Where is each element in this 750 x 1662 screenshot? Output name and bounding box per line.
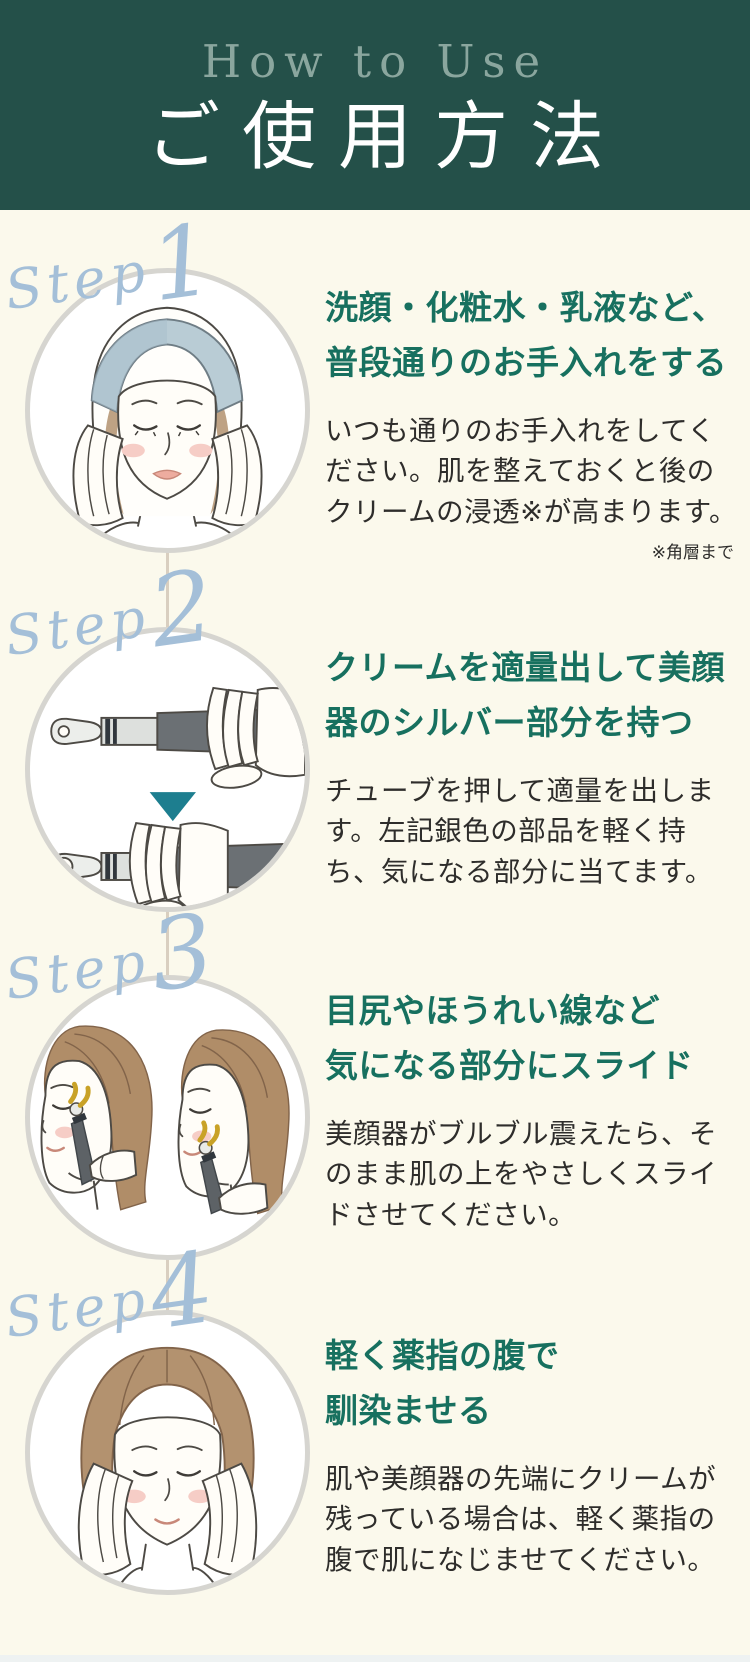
sparkle-icon — [68, 1081, 91, 1108]
hand-on-tube — [206, 686, 305, 789]
left-hand — [77, 1462, 134, 1576]
page-title: ご使用方法 — [146, 93, 626, 180]
step-3-illustration — [25, 975, 310, 1260]
woman-skincare-illustration — [72, 306, 263, 548]
step-2-body: チューブを押して適量を出します。左記銀色の部品を軽く持ち、気になる部分に当てます… — [325, 774, 715, 888]
step-1-text: 洗顔・化粧水・乳液など、 普段通りのお手入れをする いつも通りのお手入れをしてく… — [325, 280, 740, 563]
step-2-illustration — [25, 627, 310, 912]
step-4-illustration — [25, 1310, 310, 1595]
hand-on-silver-part — [128, 821, 229, 907]
step-1-heading: 洗顔・化粧水・乳液など、 普段通りのお手入れをする — [325, 288, 727, 383]
step-4-text: 軽く薬指の腹で 馴染ませる 肌や美顔器の先端にクリームが残っている場合は、軽く薬… — [325, 1328, 740, 1580]
step-3-text: 目尻やほうれい線など 気になる部分にスライド 美顔器がブルブル震えたら、そのまま… — [325, 983, 740, 1235]
sparkle-icon — [197, 1120, 220, 1147]
step-1-note: ※角層まで — [651, 543, 734, 564]
header-banner: How to Use ご使用方法 — [0, 0, 750, 210]
header-subtitle: How to Use — [201, 34, 549, 88]
slide-on-face-illustration — [40, 1024, 291, 1215]
right-hand — [201, 1462, 258, 1576]
step-1-illustration — [25, 268, 310, 553]
step-connector-line — [166, 410, 169, 1455]
step-2-heading: クリームを適量出して美顔 器のシルバー部分を持つ — [325, 648, 726, 743]
blend-with-fingers-illustration — [77, 1346, 258, 1590]
bottom-edge — [0, 1655, 750, 1662]
step-4-heading: 軽く薬指の腹で 馴染ませる — [325, 1336, 560, 1431]
step-2-text: クリームを適量出して美顔 器のシルバー部分を持つ チューブを押して適量を出します… — [325, 640, 740, 892]
device-illustration — [50, 686, 305, 907]
step-4-body: 肌や美顔器の先端にクリームが残っている場合は、軽く薬指の腹で肌になじませてくださ… — [325, 1462, 717, 1576]
step-3-body: 美顔器がブルブル震えたら、そのまま肌の上をやさしくスライドさせてください。 — [325, 1117, 717, 1231]
step-3-heading: 目尻やほうれい線など 気になる部分にスライド — [325, 991, 694, 1086]
steps-container: Step1 — [0, 203, 750, 1662]
step-1-body: いつも通りのお手入れをしてください。肌を整えておくと後のクリームの浸透※が高まり… — [325, 414, 737, 528]
arrow-down-icon — [149, 792, 196, 822]
